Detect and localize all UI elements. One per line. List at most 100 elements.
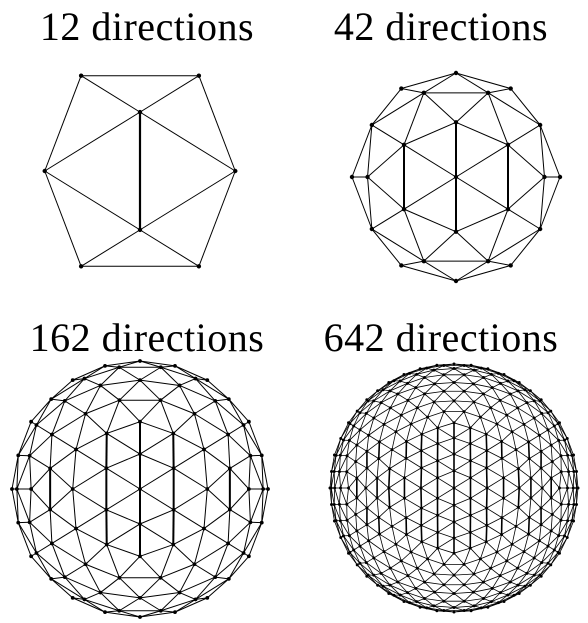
mesh-vertex [549,476,553,480]
icosphere-wireframe-642 [328,362,580,614]
mesh-edge [383,414,402,425]
mesh-vertex [495,422,499,426]
mesh-edge [346,471,349,489]
mesh-vertex [338,453,342,457]
mesh-edge [139,577,161,599]
mesh-vertex [452,606,456,610]
mesh-edge [203,509,231,529]
mesh-edge [404,458,407,478]
mesh-edge [524,389,541,402]
mesh-edge [453,593,465,602]
mesh-edge [405,507,422,518]
mesh-edge [243,424,251,456]
mesh-vertex [537,226,543,232]
mesh-vertex [404,440,408,443]
mesh-vertex [103,610,107,615]
mesh-edge [453,591,474,594]
mesh-edge [510,393,528,404]
mesh-edge [415,588,425,599]
mesh-edge [359,429,369,436]
mesh-edge [16,455,31,490]
mesh-edge [17,522,32,557]
mesh-vertex [559,470,563,474]
mesh-edge [346,520,350,536]
mesh-edge [498,373,515,382]
mesh-vertex [34,551,39,555]
mesh-edge [340,471,348,489]
mesh-vertex [402,599,406,603]
mesh-edge [416,601,427,609]
mesh-edge [17,421,32,456]
mesh-edge [371,208,405,230]
mesh-vertex [453,229,459,234]
mesh-edge [356,444,368,452]
mesh-vertex [358,561,362,565]
mesh-edge [389,507,393,527]
mesh-edge [139,610,161,618]
mesh-edge [424,393,435,403]
mesh-edge [541,549,555,563]
mesh-edge [139,509,174,525]
mesh-edge [473,558,481,575]
mesh-edge [470,524,487,533]
mesh-edge [118,366,141,381]
mesh-vertex [246,487,251,491]
mesh-vertex [486,367,490,371]
mesh-edge [473,587,493,593]
mesh-vertex [471,382,475,386]
mesh-edge [453,610,472,613]
mesh-edge [356,530,369,542]
mesh-edge [453,400,465,412]
mesh-vertex [512,593,516,597]
mesh-edge [72,488,77,529]
mesh-vertex [396,392,400,396]
mesh-edge [397,581,408,593]
mesh-edge [389,584,401,596]
mesh-vertex [365,174,370,180]
mesh-edge [343,535,351,553]
mesh-vertex [572,453,576,457]
mesh-vertex [83,562,88,567]
mesh-edge [389,449,393,469]
mesh-edge [483,592,501,599]
mesh-edge [366,524,370,541]
mesh-edge [356,497,368,509]
mesh-edge [517,567,528,574]
mesh-vertex [436,476,439,480]
mesh-edge [453,504,471,516]
mesh-edge [550,477,560,489]
mesh-edge [407,592,425,599]
mesh-edge [343,423,351,441]
mesh-edge [371,228,425,262]
mesh-edge [174,598,196,613]
mesh-vertex [468,513,472,517]
mesh-edge [104,611,141,618]
mesh-vertex [42,168,47,174]
mesh-edge [486,441,502,451]
mesh-edge [407,387,417,401]
mesh-edge [119,610,141,618]
mesh-vertex [432,400,436,404]
mesh-edge [407,592,417,602]
mesh-vertex [171,431,176,436]
mesh-edge [433,390,445,403]
mesh-edge [335,439,344,456]
mesh-vertex [498,574,502,578]
mesh-edge [539,429,549,436]
mesh-edge [455,121,509,146]
mesh-edge [174,597,208,613]
mesh-edge [420,606,437,612]
mesh-edge [564,520,573,537]
mesh-edge [406,525,422,535]
mesh-vertex [478,415,482,419]
mesh-edge [195,378,208,381]
mesh-edge [100,592,141,599]
mesh-edge [500,382,519,392]
mesh-vertex [433,382,437,386]
mesh-edge [515,507,519,527]
mesh-vertex [517,381,521,385]
mesh-edge [355,498,358,515]
mesh-edge [487,208,509,262]
mesh-vertex [415,406,419,410]
mesh-edge [51,413,86,435]
